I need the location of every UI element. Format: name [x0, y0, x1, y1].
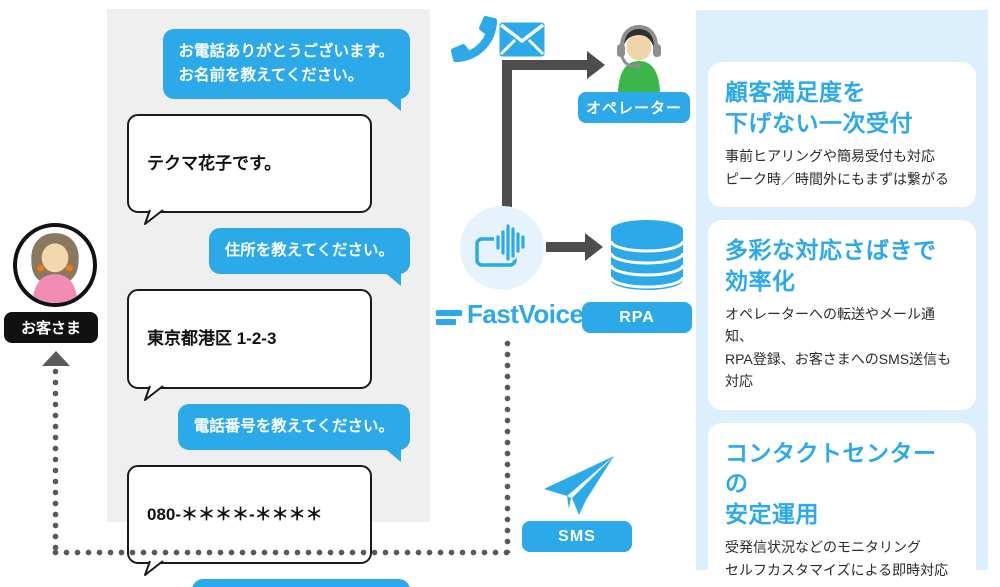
arrowhead-operator — [587, 51, 605, 79]
bubble-tail — [144, 385, 164, 401]
dotted-line-down — [504, 340, 511, 553]
fastvoice-node — [460, 206, 544, 290]
fastvoice-logo-text: FastVoice — [467, 299, 584, 329]
bubble-tail — [144, 560, 164, 577]
operator-icon — [617, 24, 661, 92]
database-icon — [609, 220, 685, 290]
chat-bubble-bot: 住所を教えてください。 — [208, 228, 410, 287]
feature-body: 事前ヒアリングや簡易受付も対応 ピーク時／時間外にもまずは繋がる — [725, 148, 949, 187]
woman-icon — [31, 233, 79, 303]
chat-bubble-customer: 080-＊＊＊＊-＊＊＊＊ — [127, 464, 372, 577]
voice-recognition-icon — [475, 222, 527, 267]
features-panel: 顧客満足度を 下げない一次受付 事前ヒアリングや簡易受付も対応 ピーク時／時間外… — [696, 10, 988, 587]
chat-bubble-customer: テクマ花子です。 — [127, 114, 372, 226]
customer-avatar — [13, 223, 97, 307]
phone-icon — [451, 16, 497, 62]
dotted-line-up — [52, 368, 59, 552]
arrow-to-operator-horizontal — [502, 60, 588, 70]
feature-title: 多彩な対応さばきで 効率化 — [725, 236, 937, 294]
chat-bubble-bot: お電話ありがとうございます。 お名前を教えてください。 — [162, 29, 410, 112]
chat-bubble-bot: 電話番号を教えてください。 — [177, 403, 410, 462]
feature-card: 顧客満足度を 下げない一次受付 事前ヒアリングや簡易受付も対応 ピーク時／時間外… — [708, 62, 976, 207]
chat-bubble-text: 080-＊＊＊＊-＊＊＊＊ — [147, 504, 323, 524]
dotted-arrowhead-customer — [42, 351, 70, 366]
feature-card: コンタクトセンターの 安定運用 受発信状況などのモニタリング セルフカスタマイズ… — [708, 422, 976, 587]
feature-title: 顧客満足度を 下げない一次受付 — [725, 79, 913, 136]
arrow-to-operator-vertical — [502, 60, 512, 207]
chat-bubble-customer: 東京都港区 1-2-3 — [127, 289, 372, 401]
mail-icon — [499, 22, 545, 57]
operator-label: オペレーター — [578, 92, 690, 123]
arrowhead-rpa — [585, 233, 603, 261]
rpa-label: RPA — [582, 302, 692, 333]
chat-conversation-panel: お電話ありがとうございます。 お名前を教えてください。 テクマ花子です。 住所を… — [107, 9, 430, 587]
fastvoice-logo-mark-icon — [436, 303, 463, 327]
feature-body: 受発信状況などのモニタリング セルフカスタマイズによる即時対応 — [725, 539, 949, 578]
feature-card: 多彩な対応さばきで 効率化 オペレーターへの転送やメール通知、 RPA登録、お客… — [708, 219, 976, 410]
chat-bubble-bot: ありがとうございました。 — [191, 579, 410, 587]
sms-label: SMS — [522, 521, 632, 552]
fastvoice-logo: FastVoice — [436, 299, 584, 330]
chat-bubble-text: 東京都港区 1-2-3 — [147, 329, 277, 349]
customer-label: お客さま — [4, 312, 98, 343]
feature-body: オペレーターへの転送やメール通知、 RPA登録、お客さまへのSMS送信も 対応 — [725, 306, 952, 390]
paper-plane-icon — [544, 456, 614, 515]
bubble-tail — [144, 209, 164, 226]
arrow-to-rpa — [546, 242, 586, 252]
chat-bubble-text: テクマ花子です。 — [147, 153, 282, 173]
feature-title: コンタクトセンターの 安定運用 — [725, 439, 937, 527]
dotted-line-across — [52, 549, 511, 556]
